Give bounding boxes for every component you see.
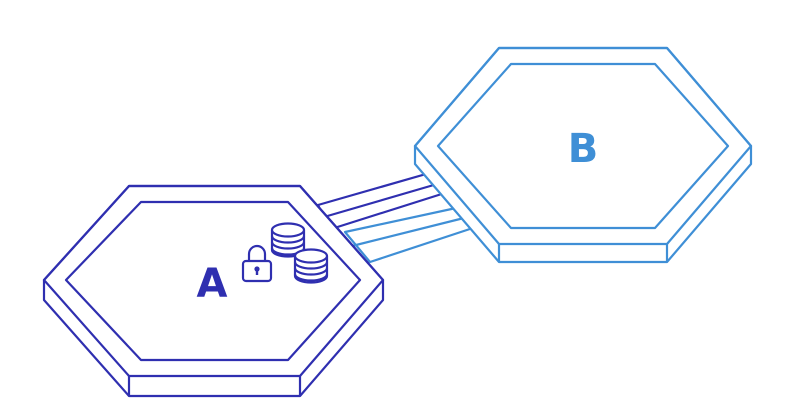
platform-a-label: A bbox=[197, 261, 228, 307]
platform-b: B bbox=[413, 46, 753, 264]
coin-stack-icon bbox=[293, 248, 329, 284]
platform-b-label: B bbox=[568, 126, 599, 172]
lock-icon bbox=[241, 244, 273, 283]
platform-a: A bbox=[42, 184, 385, 398]
coin-stack-icon bbox=[270, 222, 306, 258]
